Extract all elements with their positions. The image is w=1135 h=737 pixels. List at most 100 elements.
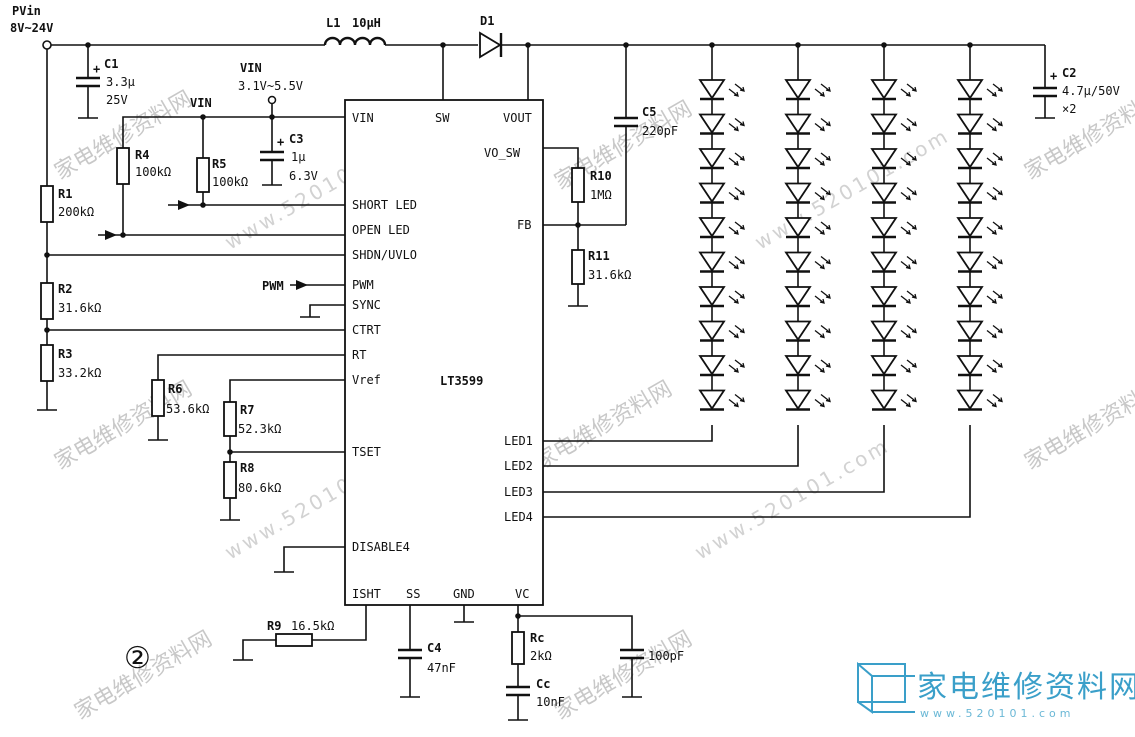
r11-value: 31.6kΩ (588, 268, 631, 282)
pin-shdn-uvlo: SHDN/UVLO (352, 248, 417, 262)
c3-value: 1μ (291, 150, 305, 164)
rc-ref: Rc (530, 631, 544, 645)
r9-value: 16.5kΩ (291, 619, 334, 633)
pin-led3: LED3 (504, 485, 533, 499)
led-icon (956, 182, 1003, 204)
pin-led2: LED2 (504, 459, 533, 473)
c5-value: 220pF (642, 124, 678, 138)
svg-text:+: + (93, 62, 100, 76)
c4-ref: C4 (427, 641, 441, 655)
capacitor-100pf: 100pF (620, 648, 684, 698)
led-icon (698, 79, 745, 101)
led-icon (870, 79, 917, 101)
c2-value: 4.7μ/50V (1062, 84, 1120, 98)
r10-ref: R10 (590, 169, 612, 183)
led-icon (784, 217, 831, 239)
led-strings (698, 45, 1003, 411)
led-string-2 (784, 45, 831, 411)
d1-ref: D1 (480, 14, 494, 28)
cc-value: 10nF (536, 695, 565, 709)
r5-ref: R5 (212, 157, 226, 171)
c2-mult: ×2 (1062, 102, 1076, 116)
r8-ref: R8 (240, 461, 254, 475)
led-icon (956, 355, 1003, 377)
r4-value: 100kΩ (135, 165, 171, 179)
led-icon (698, 355, 745, 377)
led-icon (698, 389, 745, 411)
r3-ground (37, 381, 57, 411)
led-icon (956, 286, 1003, 308)
led-icon (698, 148, 745, 170)
pin-pwm: PWM (352, 278, 374, 292)
r11-ref: R11 (588, 249, 610, 263)
r7-ref: R7 (240, 403, 254, 417)
led-icon (870, 320, 917, 342)
led-icon (784, 182, 831, 204)
led4-return (543, 425, 971, 518)
inductor-l1: L1 10μH (323, 16, 387, 46)
r2-value: 31.6kΩ (58, 301, 101, 315)
r11-ground (568, 284, 588, 307)
led-string-1 (698, 45, 745, 411)
c3-ref: C3 (289, 132, 303, 146)
watermark-text: 家电维修资料网 (1021, 377, 1135, 476)
vin-label: VIN (240, 61, 262, 75)
led-icon (870, 182, 917, 204)
r1-ref: R1 (58, 187, 72, 201)
led-icon (784, 148, 831, 170)
resistor-r2: R2 31.6kΩ (40, 282, 101, 320)
led3-return (543, 425, 885, 493)
capacitor-c1: + C1 3.3μ 25V (76, 45, 135, 119)
pin-vout: VOUT (503, 111, 532, 125)
led-icon (784, 251, 831, 273)
resistor-rc: Rc 2kΩ (511, 631, 552, 665)
c1-ref: C1 (104, 57, 118, 71)
pin-disable4: DISABLE4 (352, 540, 410, 554)
pin-short-led: SHORT LED (352, 198, 417, 212)
c4-value: 47nF (427, 661, 456, 675)
site-logo: 家电维修资料网 www.520101.com (857, 661, 1135, 720)
r1-value: 200kΩ (58, 205, 94, 219)
led-icon (870, 355, 917, 377)
led2-return (543, 425, 799, 467)
logo-url: www.520101.com (920, 707, 1074, 720)
l1-value: 10μH (352, 16, 381, 30)
led-icon (698, 320, 745, 342)
pin-tset: TSET (352, 445, 381, 459)
r10-value: 1MΩ (590, 188, 612, 202)
led-icon (956, 79, 1003, 101)
ic-name: LT3599 (440, 374, 483, 388)
sync-ground (300, 304, 345, 318)
led-icon (784, 320, 831, 342)
resistor-r1: R1 200kΩ (40, 185, 94, 223)
watermark-text: 家电维修资料网 (1021, 87, 1135, 186)
led-icon (698, 113, 745, 135)
resistor-r9: R9 16.5kΩ (267, 619, 334, 647)
led-string-3 (870, 45, 917, 411)
gnd-pin-ground (454, 605, 474, 623)
led-icon (698, 182, 745, 204)
r7-value: 52.3kΩ (238, 422, 281, 436)
r8-value: 80.6kΩ (238, 481, 281, 495)
led-icon (784, 113, 831, 135)
watermark-url: www.520101.com (751, 123, 954, 254)
led-icon (784, 79, 831, 101)
c2-ref: C2 (1062, 66, 1076, 80)
pin-led1: LED1 (504, 434, 533, 448)
c1-rating: 25V (106, 93, 128, 107)
l1-ref: L1 (326, 16, 340, 30)
resistor-r10: R10 1MΩ (571, 167, 612, 203)
r4-ref: R4 (135, 148, 149, 162)
short-led-arrow (178, 200, 190, 210)
disable4-ground (274, 546, 345, 573)
pin-led4: LED4 (504, 510, 533, 524)
vin-label-2: VIN (190, 96, 212, 110)
pin-vin: VIN (352, 111, 374, 125)
svg-text:+: + (1050, 69, 1057, 83)
watermark-text: 家电维修资料网 (551, 627, 697, 726)
watermark-url: www.520101.com (691, 433, 894, 564)
led-icon (870, 217, 917, 239)
r2-ref: R2 (58, 282, 72, 296)
resistor-r11: R11 31.6kΩ (571, 249, 631, 285)
